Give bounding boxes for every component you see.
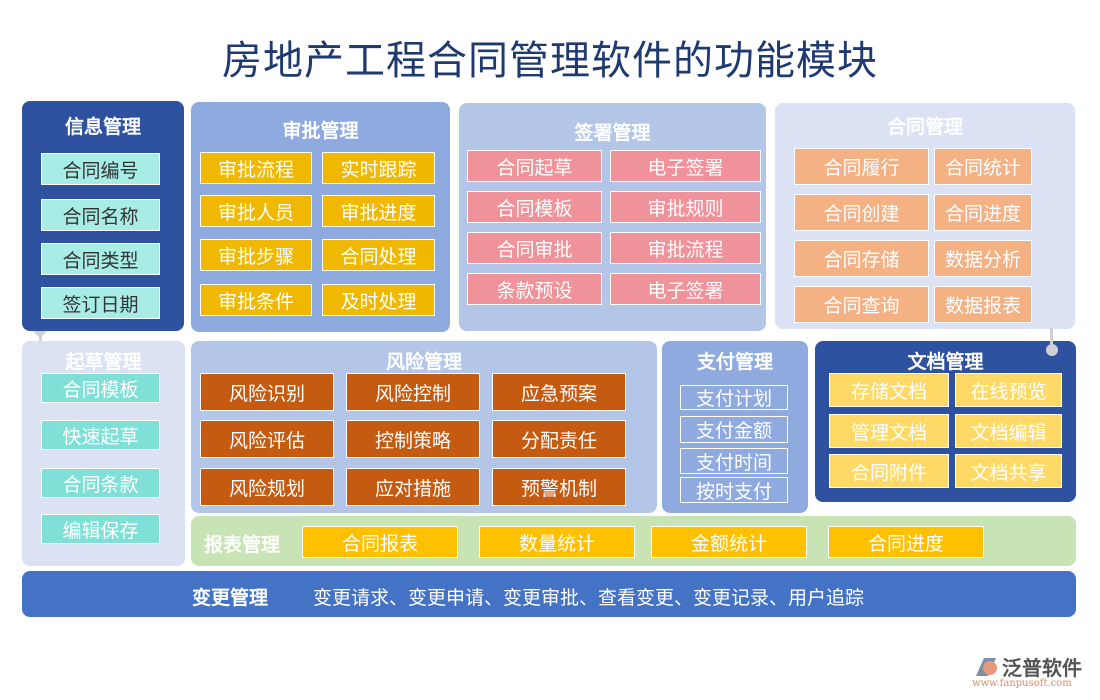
signing-item: 条款预设 (467, 273, 602, 305)
signing-item: 电子签署 (610, 150, 761, 182)
document-item: 在线预览 (955, 373, 1062, 407)
page-title: 房地产工程合同管理软件的功能模块 (222, 38, 878, 84)
document-item: 文档编辑 (955, 414, 1062, 448)
approval-item: 审批进度 (322, 195, 435, 227)
approval-item: 实时跟踪 (322, 152, 435, 184)
payment-item: 按时支付 (680, 477, 788, 503)
connector-dot (1046, 344, 1058, 356)
risk-item: 风险评估 (200, 420, 334, 458)
contract-item: 合同进度 (934, 194, 1032, 231)
risk-item: 应对措施 (346, 468, 480, 506)
risk-item: 分配责任 (492, 420, 626, 458)
risk-item: 风险控制 (346, 373, 480, 411)
module-signing-title: 签署管理 (574, 122, 651, 144)
logo-url: www.fanpusoft.com (972, 678, 1072, 689)
approval-item: 审批流程 (200, 152, 312, 184)
risk-item: 预警机制 (492, 468, 626, 506)
logo-name: 泛普软件 (1002, 656, 1082, 680)
contract-item: 合同存储 (794, 240, 929, 277)
signing-item: 审批流程 (610, 232, 761, 264)
approval-item: 审批步骤 (200, 239, 312, 271)
report-item: 合同进度 (828, 526, 984, 558)
module-change (22, 571, 1076, 617)
info-item: 合同编号 (41, 153, 160, 185)
draft-item: 合同模板 (41, 373, 160, 403)
module-risk-title: 风险管理 (385, 351, 462, 373)
risk-item: 应急预案 (492, 373, 626, 411)
module-report-title: 报表管理 (204, 534, 281, 556)
module-payment: 支付管理 (662, 341, 808, 513)
logo-icon (976, 658, 997, 676)
signing-item: 审批规则 (610, 191, 761, 223)
approval-item: 审批条件 (200, 284, 312, 316)
payment-item: 支付时间 (680, 448, 788, 474)
signing-item: 合同模板 (467, 191, 602, 223)
draft-item: 快速起草 (41, 420, 160, 450)
module-change-items: 变更请求、变更申请、变更审批、查看变更、变更记录、用户追踪 (313, 587, 865, 609)
module-document-title: 文档管理 (907, 351, 984, 373)
fanpusoft-logo: 泛普软件 www.fanpusoft.com (972, 652, 1092, 694)
document-item: 存储文档 (829, 373, 949, 407)
module-contract-title: 合同管理 (886, 116, 963, 138)
payment-item: 支付计划 (680, 385, 788, 410)
connector-line (1050, 328, 1053, 346)
document-item: 管理文档 (829, 414, 949, 448)
info-item: 合同类型 (41, 243, 160, 275)
report-item: 数量统计 (479, 526, 635, 558)
report-item: 金额统计 (651, 526, 807, 558)
risk-item: 风险规划 (200, 468, 334, 506)
signing-item: 合同起草 (467, 150, 602, 182)
connector-line (39, 330, 42, 344)
document-item: 文档共享 (955, 454, 1062, 488)
draft-item: 编辑保存 (41, 514, 160, 544)
contract-item: 数据报表 (934, 286, 1032, 323)
signing-item: 合同审批 (467, 232, 602, 264)
contract-item: 合同查询 (794, 286, 929, 323)
info-item: 合同名称 (41, 199, 160, 231)
contract-item: 合同履行 (794, 148, 929, 185)
document-item: 合同附件 (829, 454, 949, 488)
risk-item: 控制策略 (346, 420, 480, 458)
payment-item: 支付金额 (680, 416, 788, 443)
approval-item: 审批人员 (200, 195, 312, 227)
module-payment-title: 支付管理 (696, 351, 773, 373)
risk-item: 风险识别 (200, 373, 334, 411)
info-item: 签订日期 (41, 287, 160, 319)
approval-item: 合同处理 (322, 239, 435, 271)
module-change-title: 变更管理 (192, 587, 269, 609)
signing-item: 电子签署 (610, 273, 761, 305)
draft-item: 合同条款 (41, 468, 160, 498)
module-draft-title: 起草管理 (65, 351, 142, 373)
contract-item: 合同统计 (934, 148, 1032, 185)
module-approval-title: 审批管理 (282, 120, 359, 142)
report-item: 合同报表 (302, 526, 458, 558)
contract-item: 数据分析 (934, 240, 1032, 277)
approval-item: 及时处理 (322, 284, 435, 316)
module-info-title: 信息管理 (64, 116, 141, 138)
contract-item: 合同创建 (794, 194, 929, 231)
